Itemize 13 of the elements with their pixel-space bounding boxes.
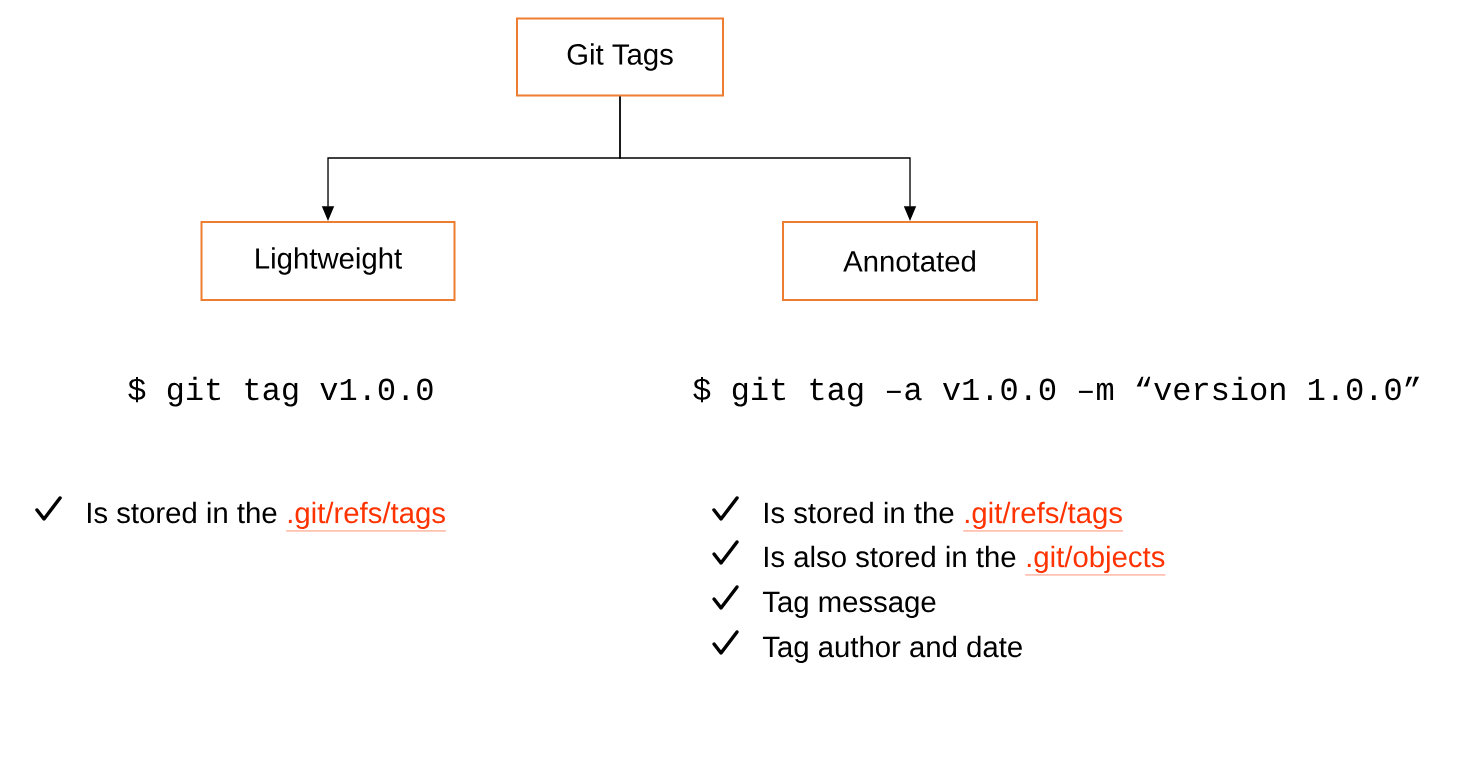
bullet-text: Is also stored in the xyxy=(765,545,1016,568)
tag-box: Lightweight xyxy=(200,221,456,301)
command-text: $ git tag –a v1.0.0 –m “version 1.0.0” xyxy=(693,376,1420,407)
bullet-text: Is stored in the xyxy=(765,501,954,524)
bullet-text: Tag author and date xyxy=(762,635,1022,664)
path-link: .git/refs/tags xyxy=(962,501,1124,532)
command-text: $ git tag v1.0.0 xyxy=(128,376,433,407)
path-link: .git/refs/tags xyxy=(285,501,447,532)
path-link: .git/objects xyxy=(1024,545,1166,576)
bullet-text: Tag message xyxy=(762,591,936,619)
tag-box: Git Tags xyxy=(516,17,724,97)
bullet-text: Is stored in the xyxy=(88,501,277,524)
tag-box: Annotated xyxy=(782,221,1038,301)
